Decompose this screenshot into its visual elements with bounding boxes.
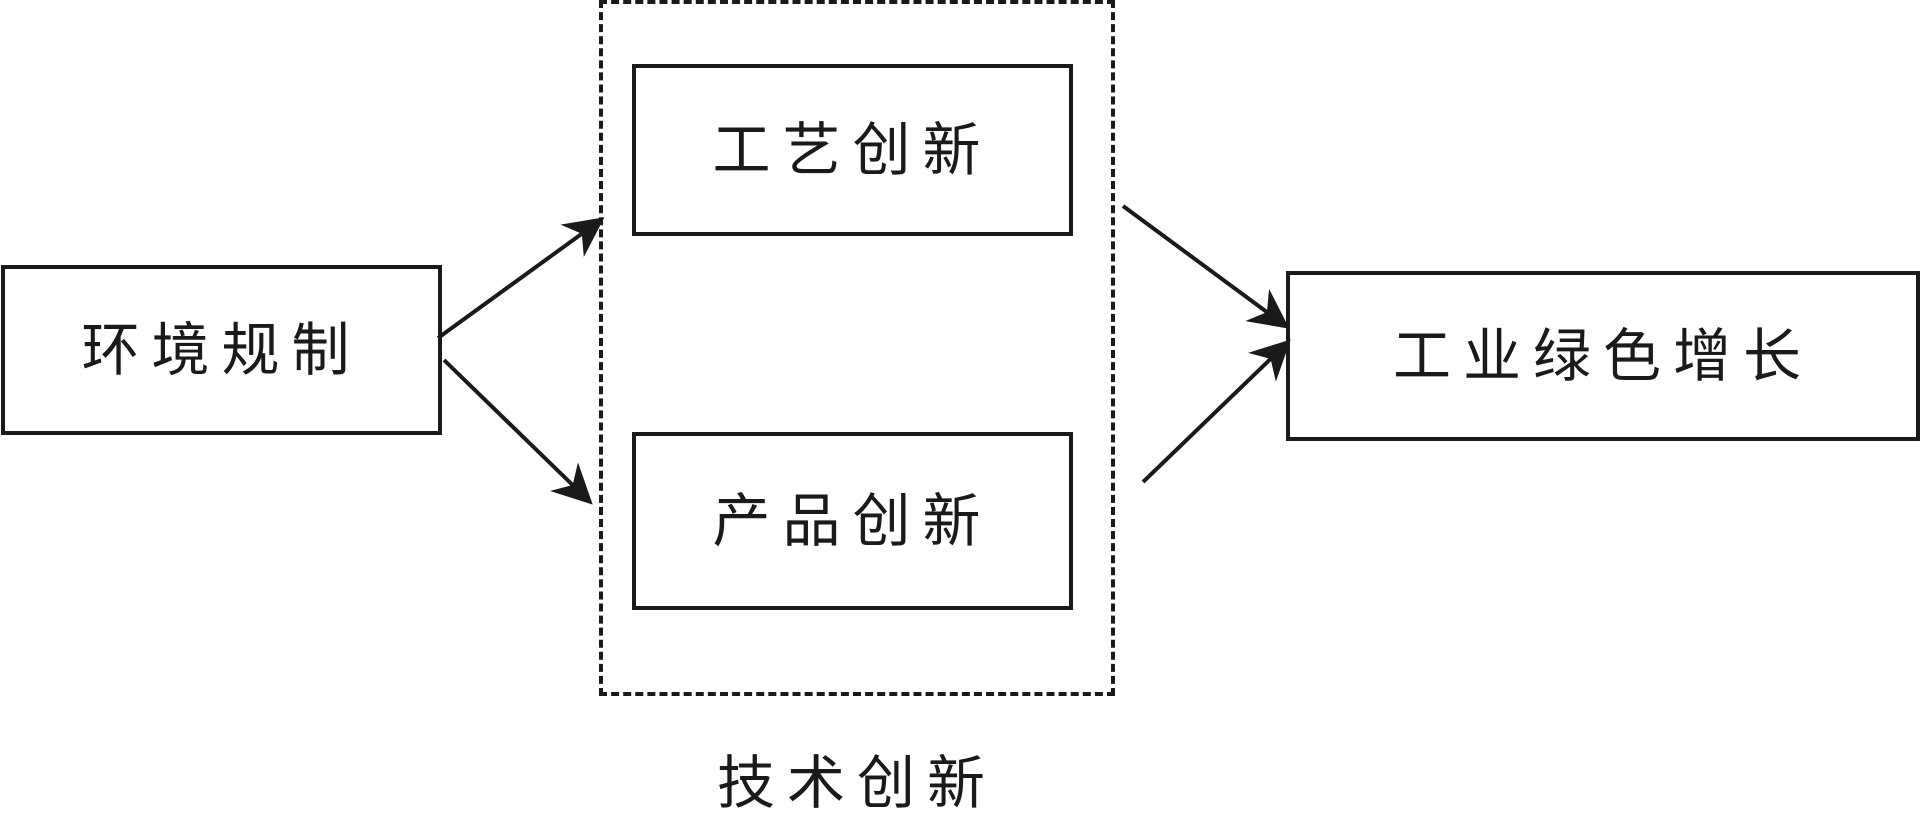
process-innovation-node: 工艺创新 (632, 64, 1073, 236)
product-innovation-node: 产品创新 (632, 432, 1073, 610)
industrial-green-growth-node: 工业绿色增长 (1286, 271, 1920, 441)
process-innovation-label: 工艺创新 (712, 116, 993, 184)
arrow-env-to-product (442, 358, 593, 505)
industrial-green-growth-label: 工业绿色增长 (1392, 322, 1813, 390)
product-innovation-label: 产品创新 (712, 487, 993, 555)
arrow-product-to-green (1141, 339, 1291, 484)
technology-innovation-group (599, 0, 1115, 696)
technology-innovation-label: 技术创新 (716, 749, 997, 817)
environmental-regulation-node: 环境规制 (1, 265, 442, 435)
environmental-regulation-label: 环境规制 (81, 316, 362, 384)
arrow-process-to-green (1121, 204, 1290, 329)
arrow-env-to-process (436, 217, 605, 340)
